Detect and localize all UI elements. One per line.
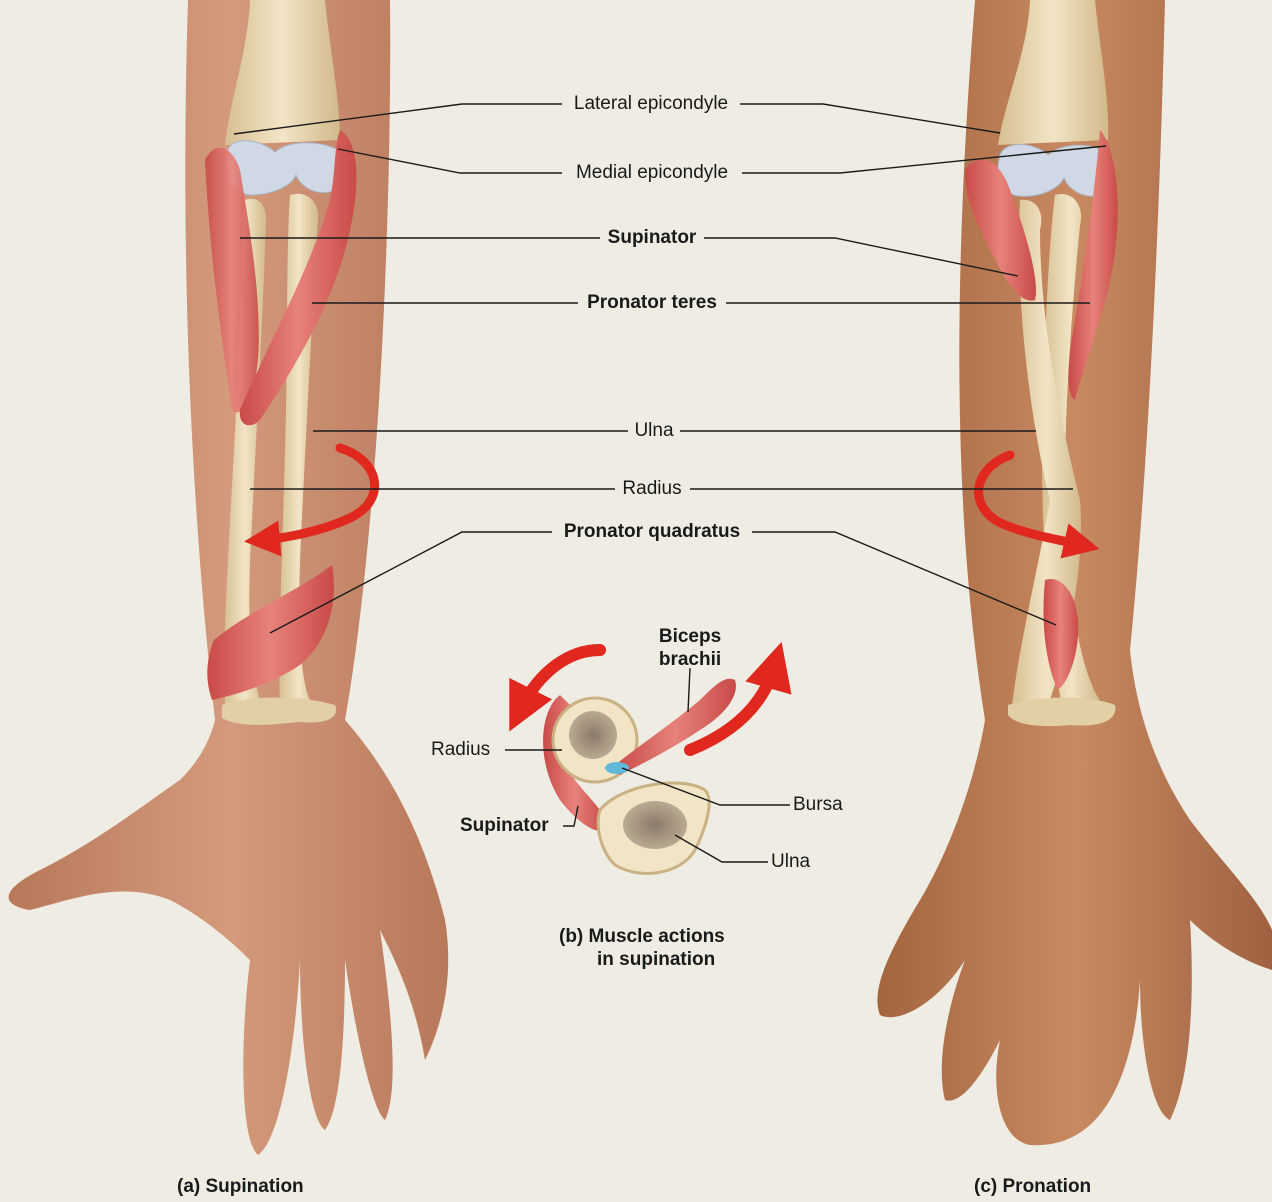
label-pronator-teres: Pronator teres	[584, 292, 720, 314]
label-inset-radius: Radius	[428, 739, 493, 761]
inset-supination-diagram	[520, 650, 775, 873]
label-inset-biceps-line1: Biceps	[656, 626, 724, 648]
carpals-a	[222, 698, 336, 725]
caption-c-pronation: (c) Pronation	[974, 1175, 1091, 1198]
leader-lateral-epicondyle-c	[740, 104, 1000, 133]
label-radius: Radius	[619, 478, 684, 500]
label-ulna: Ulna	[631, 420, 676, 442]
elbow-cartilage-a	[226, 141, 344, 195]
pronation-arm	[877, 0, 1272, 1145]
leader-inset-biceps	[688, 668, 690, 712]
label-inset-bursa: Bursa	[790, 794, 846, 816]
inset-radius-spongy	[569, 711, 617, 759]
caption-b-line1: (b) Muscle actions	[559, 925, 725, 948]
inset-ulna-spongy	[623, 801, 687, 849]
label-lateral-epicondyle: Lateral epicondyle	[571, 93, 731, 115]
label-inset-biceps-line2: brachii	[656, 649, 724, 671]
label-inset-ulna: Ulna	[768, 851, 813, 873]
label-pronator-quadratus: Pronator quadratus	[561, 521, 743, 543]
label-medial-epicondyle: Medial epicondyle	[573, 162, 731, 184]
supination-arm	[9, 0, 449, 1155]
carpals-c	[1008, 698, 1115, 727]
label-supinator: Supinator	[605, 227, 700, 249]
label-inset-supinator: Supinator	[457, 815, 552, 837]
inset-bursa	[605, 762, 629, 774]
caption-a-supination: (a) Supination	[177, 1175, 304, 1198]
caption-b-line2: in supination	[597, 948, 715, 971]
